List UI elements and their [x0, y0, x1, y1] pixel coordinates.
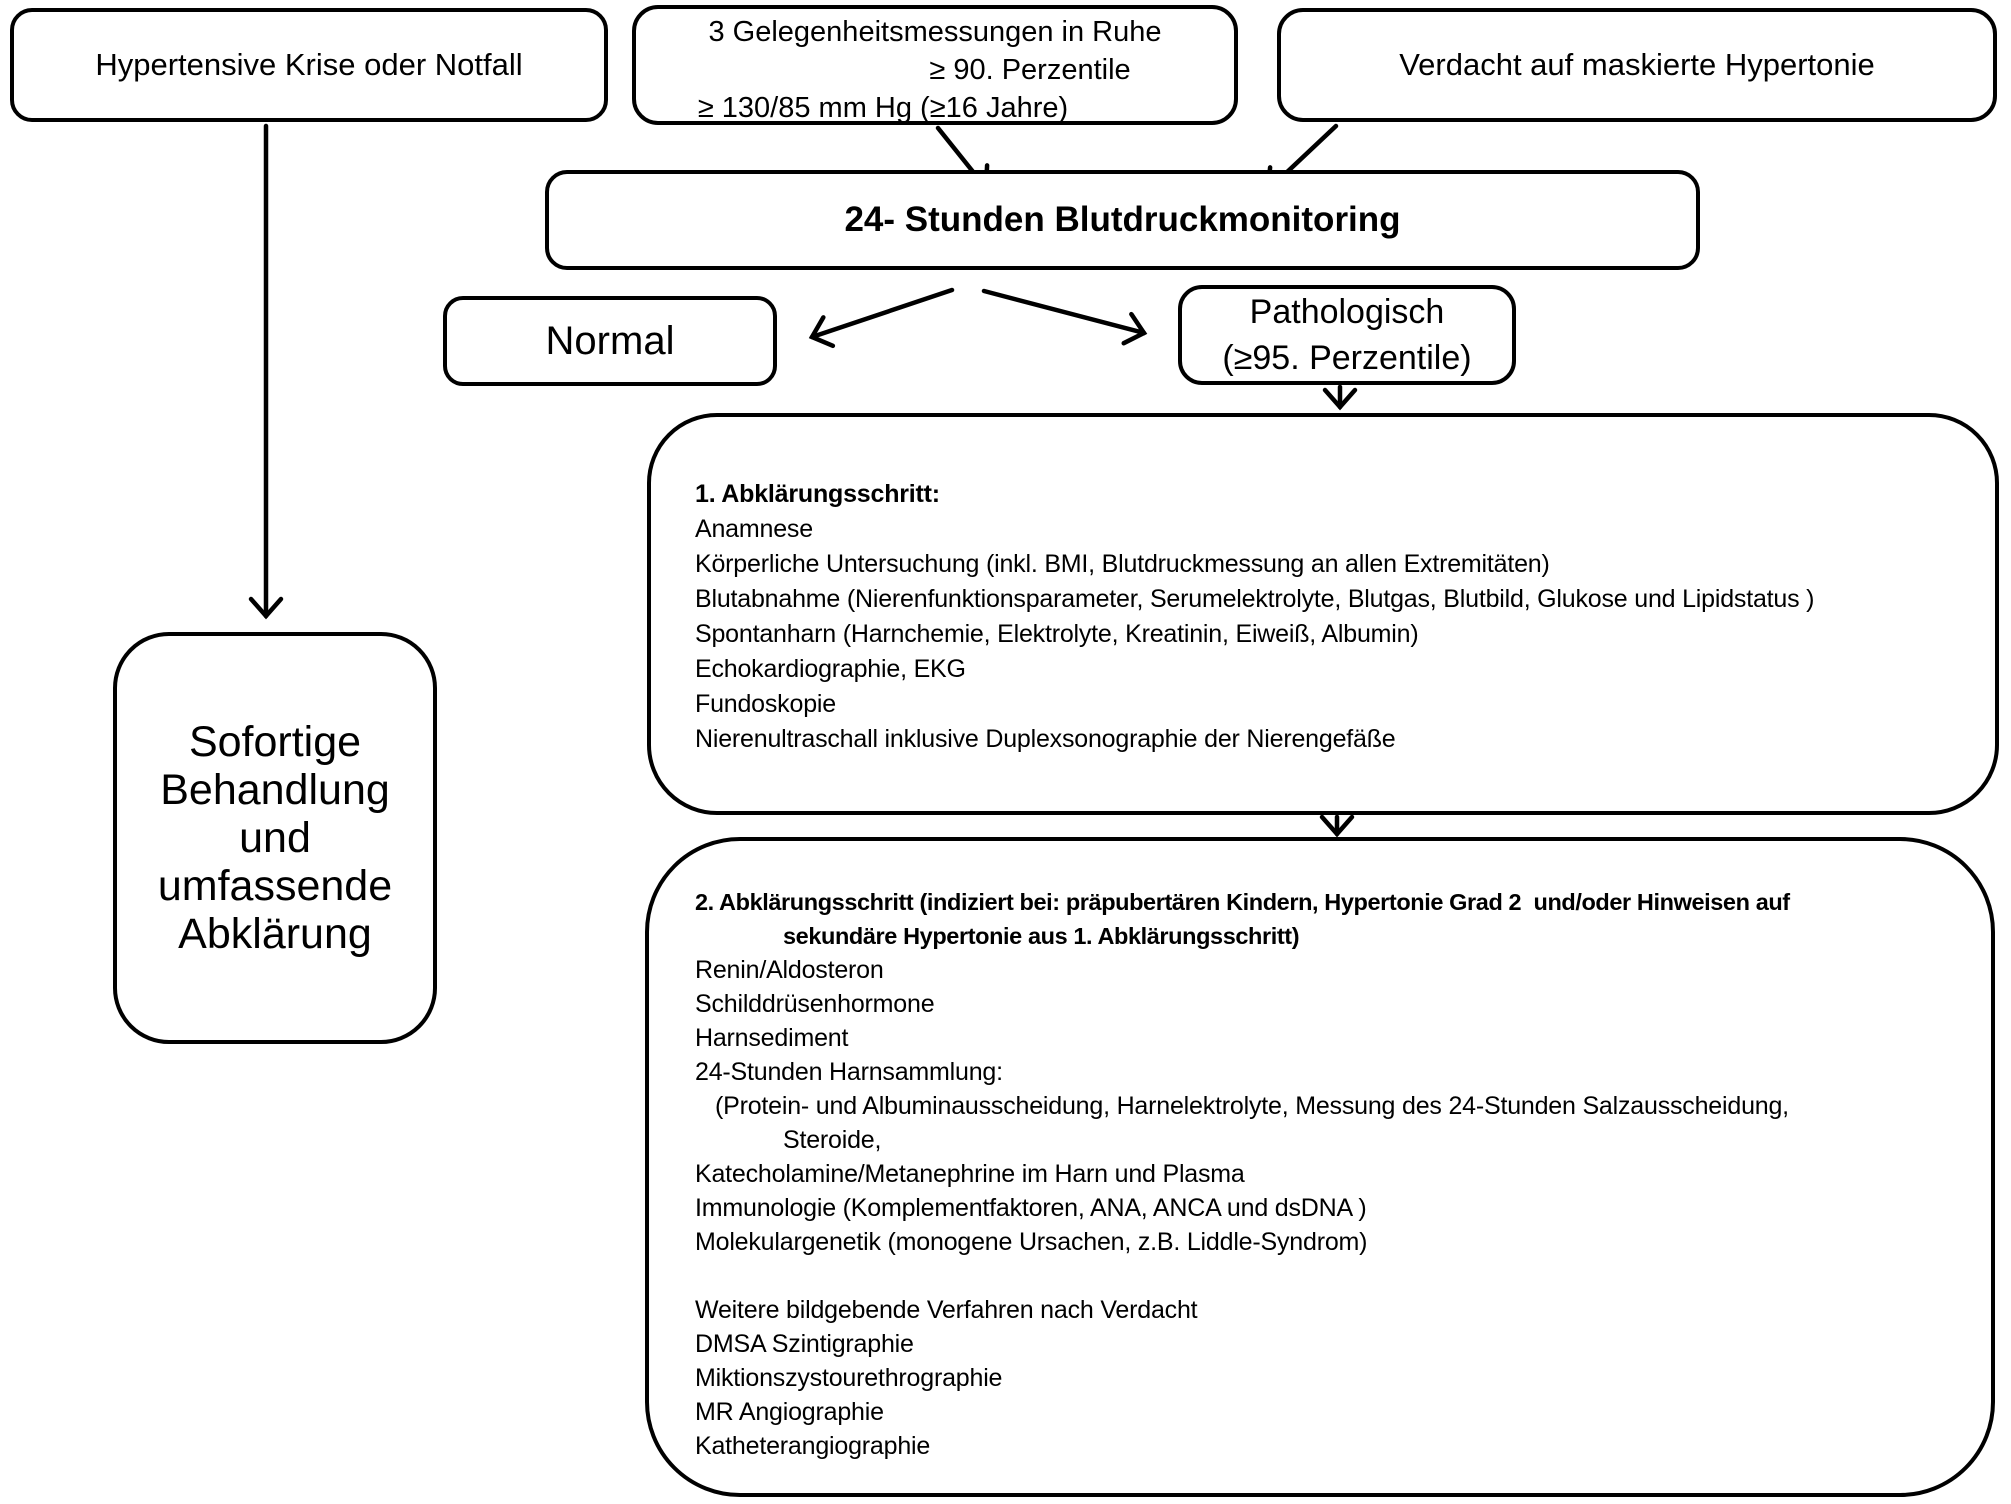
step1-item: Nierenultraschall inklusive Duplexsonogr…	[695, 725, 1396, 753]
step2-item: Steroide,	[783, 1126, 882, 1154]
treatment-line-3: und	[239, 814, 311, 862]
step2-item: Immunologie (Komplementfaktoren, ANA, AN…	[695, 1194, 1367, 1222]
abpm-label: 24- Stunden Blutdruckmonitoring	[844, 200, 1401, 239]
box-masked-hypertension: Verdacht auf maskierte Hypertonie	[1277, 8, 1997, 122]
treatment-line-2: Behandlung	[160, 766, 390, 814]
step2-imaging-item: DMSA Szintigraphie	[695, 1330, 914, 1358]
box-step1: 1. Abklärungsschritt: Anamnese Körperlic…	[647, 413, 1999, 815]
step2-item: Renin/Aldosteron	[695, 956, 884, 984]
step2-item: 24-Stunden Harnsammlung:	[695, 1058, 1003, 1086]
step2-title-line: 2. Abklärungsschritt (indiziert bei: prä…	[695, 889, 1790, 915]
box-normal: Normal	[443, 296, 777, 386]
step2-item: Schilddrüsenhormone	[695, 990, 935, 1018]
box-abpm-24h: 24- Stunden Blutdruckmonitoring	[545, 170, 1700, 270]
normal-label: Normal	[545, 318, 675, 363]
measurements-line-3: ≥ 130/85 mm Hg (≥16 Jahre)	[697, 92, 1069, 124]
box-pathologic: Pathologisch (≥95. Perzentile)	[1178, 285, 1516, 385]
step1-item: Blutabnahme (Nierenfunktionsparameter, S…	[695, 585, 1815, 613]
hypertensive-crisis-label: Hypertensive Krise oder Notfall	[95, 47, 523, 82]
step1-title: 1. Abklärungsschritt:	[695, 480, 940, 508]
step2-item: Katecholamine/Metanephrine im Harn und P…	[695, 1160, 1245, 1188]
step1-item: Anamnese	[695, 515, 813, 543]
arrow-abpm-to-pathologic	[981, 288, 1148, 346]
step2-item: (Protein- und Albuminausscheidung, Harne…	[715, 1092, 1789, 1120]
step2-item: Molekulargenetik (monogene Ursachen, z.B…	[695, 1228, 1368, 1256]
step2-imaging-item: Katheterangiographie	[695, 1432, 931, 1460]
step2-spacer	[695, 1259, 1965, 1293]
arrow-abpm-to-normal	[808, 287, 955, 349]
measurements-line-2: ≥ 90. Perzentile	[929, 54, 1131, 86]
box-step2: 2. Abklärungsschritt (indiziert bei: prä…	[645, 837, 1995, 1497]
measurements-line-1: 3 Gelegenheitsmessungen in Ruhe	[708, 16, 1162, 48]
treatment-line-4: umfassende	[157, 862, 393, 910]
step2-item: Harnsediment	[695, 1024, 849, 1052]
step1-item: Fundoskopie	[695, 690, 836, 718]
treatment-line-1: Sofortige	[188, 718, 362, 766]
step2-title-line: sekundäre Hypertonie aus 1. Abklärungssc…	[783, 923, 1300, 949]
box-occasional-measurements: 3 Gelegenheitsmessungen in Ruhe ≥ 90. Pe…	[632, 5, 1238, 125]
pathologic-line-1: Pathologisch	[1249, 293, 1445, 331]
step1-item: Körperliche Untersuchung (inkl. BMI, Blu…	[695, 550, 1550, 578]
step1-item: Spontanharn (Harnchemie, Elektrolyte, Kr…	[695, 620, 1419, 648]
step2-imaging-item: MR Angiographie	[695, 1398, 884, 1426]
box-hypertensive-crisis: Hypertensive Krise oder Notfall	[10, 8, 608, 122]
step2-imaging-item: Miktionszystourethrographie	[695, 1364, 1003, 1392]
treatment-line-5: Abklärung	[178, 910, 372, 958]
step1-item: Echokardiographie, EKG	[695, 655, 966, 683]
masked-hypertension-label: Verdacht auf maskierte Hypertonie	[1399, 47, 1875, 82]
pathologic-line-2: (≥95. Perzentile)	[1222, 339, 1472, 377]
box-immediate-treatment: Sofortige Behandlung und umfassende Abkl…	[113, 632, 437, 1044]
step2-imaging-item: Weitere bildgebende Verfahren nach Verda…	[695, 1296, 1198, 1324]
